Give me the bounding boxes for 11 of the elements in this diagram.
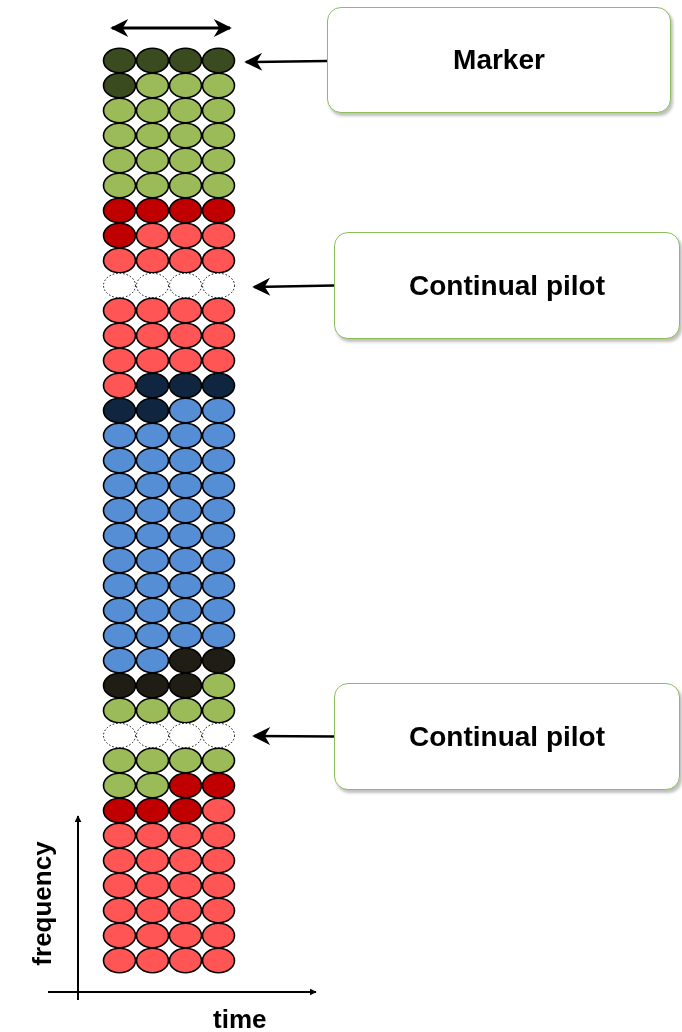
callout-text: Marker [453, 44, 545, 76]
callout-box [334, 683, 680, 790]
arrow [252, 727, 334, 746]
axis-label: frequency [26, 840, 58, 968]
callout-text: Continual pilot [409, 269, 605, 302]
axis-label: time [213, 1004, 267, 1032]
arrow [252, 277, 335, 296]
callout-text: Continual pilot [409, 720, 605, 753]
callout-box [334, 232, 680, 339]
callout-box [327, 7, 671, 113]
arrow [244, 52, 327, 71]
